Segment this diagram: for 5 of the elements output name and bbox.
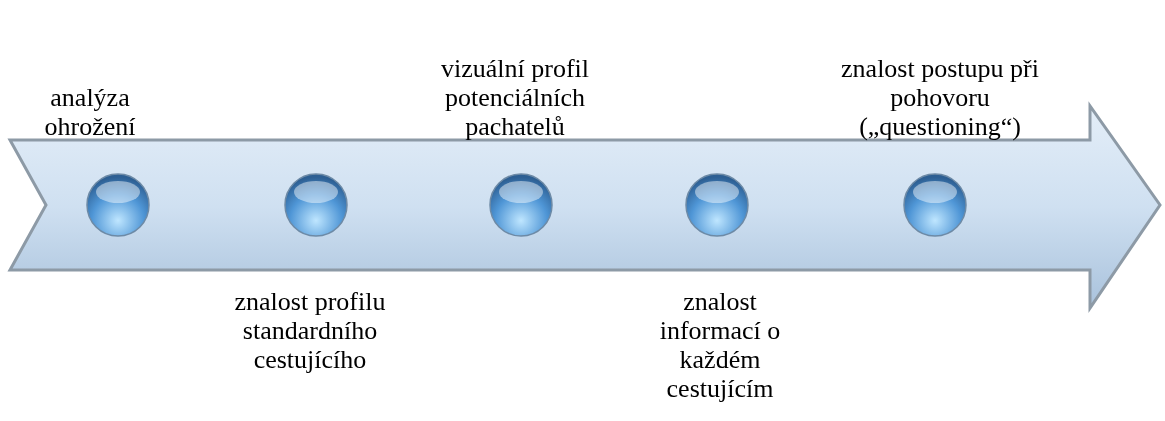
step-label: znalost postupu při pohovoru („questioning“)	[840, 54, 1040, 141]
step-label: znalost informací o každém cestujícím	[658, 287, 782, 403]
step-label: vizuální profil potenciálních pachatelů	[440, 54, 590, 141]
step-label: znalost profilu standardního cestujícího	[233, 287, 387, 374]
step-label: analýza ohrožení	[43, 83, 137, 141]
